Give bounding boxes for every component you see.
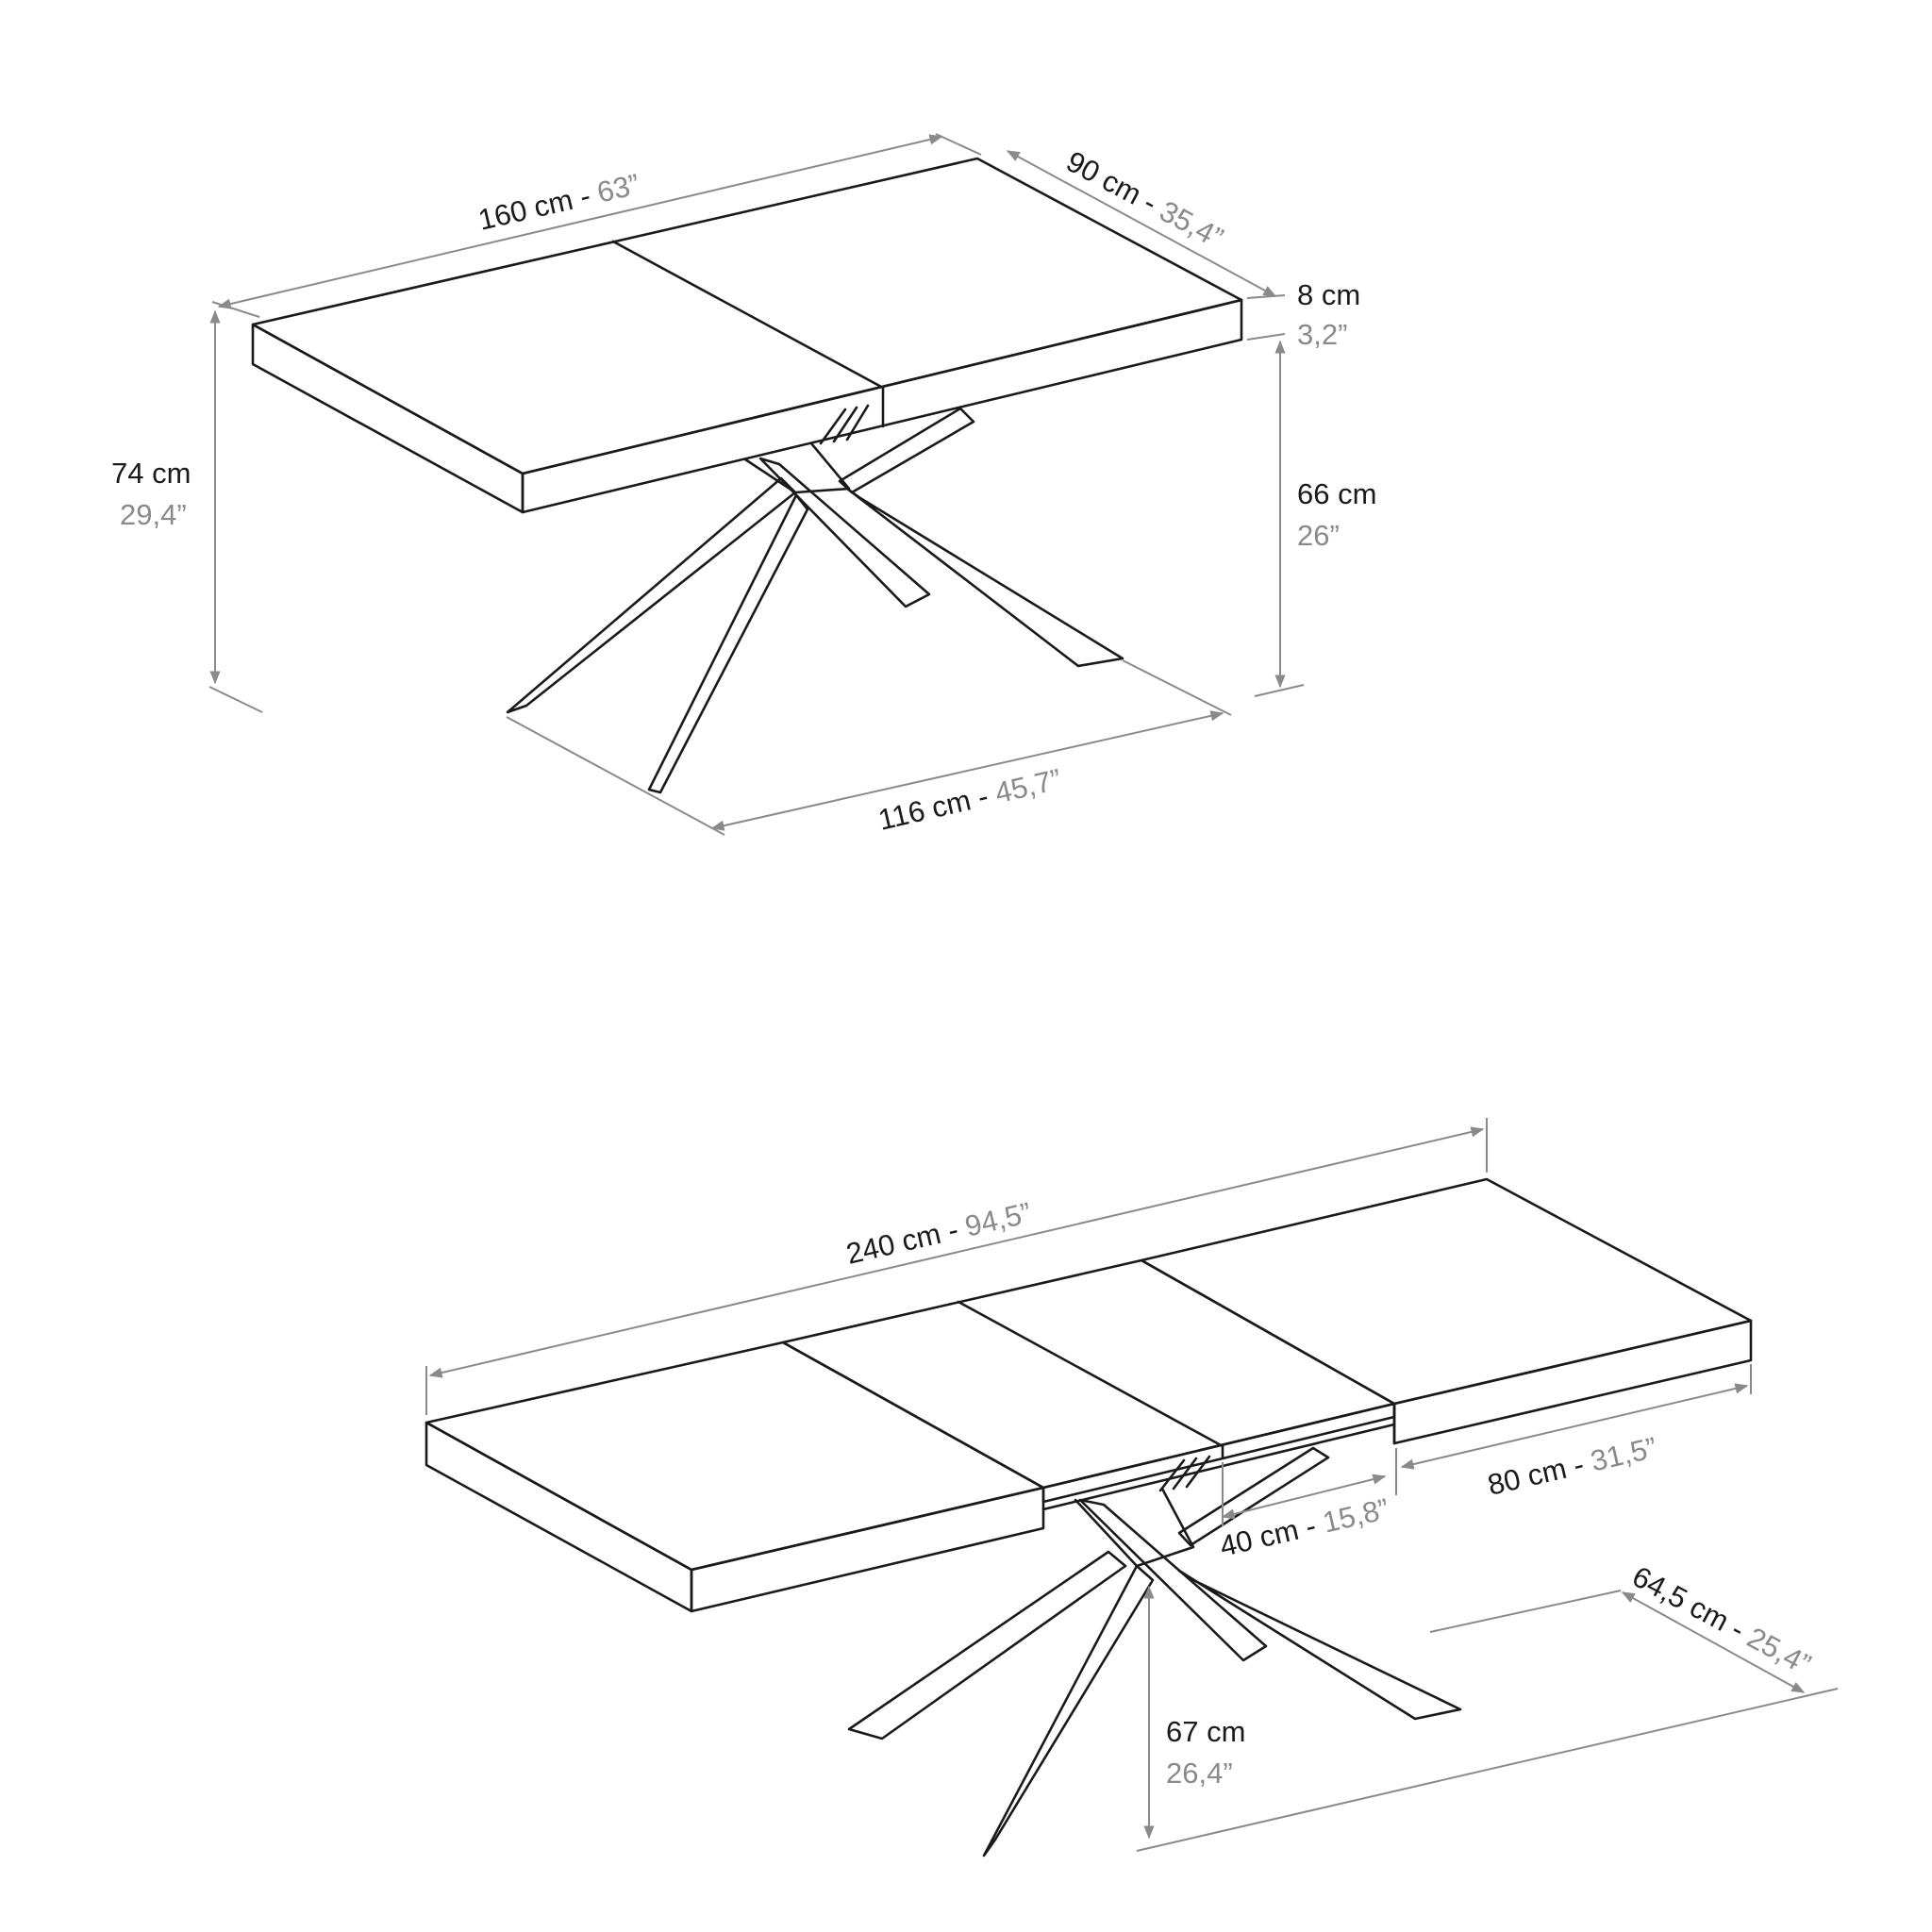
closed-base-cm: 116 cm [875, 783, 974, 836]
closed-leg-height-cm: 66 cm [1297, 477, 1376, 510]
extended-leg-height-cm: 67 cm [1166, 1715, 1245, 1748]
closed-depth-in: 35,4” [1155, 194, 1229, 255]
base-depth-in: 25,4” [1741, 1621, 1816, 1681]
closed-length-in: 63” [594, 168, 643, 209]
extended-length-cm: 240 cm [843, 1217, 944, 1271]
extended-table-middle [781, 1258, 1396, 1511]
closed-thickness-cm: 8 cm [1297, 278, 1360, 311]
leaf-label: 40 cm - 15,8” [1217, 1492, 1392, 1563]
closed-length-cm: 160 cm [475, 183, 576, 237]
extended-table-dimensions [425, 1118, 1839, 1852]
closed-thickness-in: 3,2” [1297, 318, 1347, 351]
extension-cm: 80 cm [1485, 1452, 1570, 1502]
extended-table: 240 cm - 94,5” 80 cm - 31,5” 40 cm - 15,… [425, 1118, 1839, 1857]
closed-height-in: 29,4” [120, 498, 187, 531]
closed-leg-height-in: 26” [1297, 519, 1340, 552]
base-depth-label: 64,5 cm - 25,4” [1627, 1559, 1817, 1681]
extended-length-label: 240 cm - 94,5” [843, 1196, 1035, 1271]
closed-table: 160 cm - 63” 90 cm - 35,4” 8 cm 3,2” 74 … [111, 133, 1376, 837]
closed-height-cm: 74 cm [111, 457, 191, 490]
closed-depth-label: 90 cm - 35,4” [1061, 144, 1229, 255]
closed-base-in: 45,7” [991, 762, 1064, 809]
leaf-in: 15,8” [1320, 1492, 1392, 1540]
closed-table-legs [506, 404, 1124, 794]
extended-leg-height-in: 26,4” [1166, 1757, 1233, 1790]
extended-table-right-end [1140, 1177, 1753, 1445]
closed-table-dimensions [208, 133, 1305, 836]
extended-table-left-leaf [425, 1341, 1045, 1613]
closed-table-top [251, 157, 1243, 514]
base-depth-cm: 64,5 cm [1627, 1559, 1735, 1638]
extension-in: 31,5” [1588, 1431, 1660, 1478]
closed-depth-cm: 90 cm [1061, 144, 1147, 211]
closed-base-label: 116 cm - 45,7” [875, 762, 1064, 837]
